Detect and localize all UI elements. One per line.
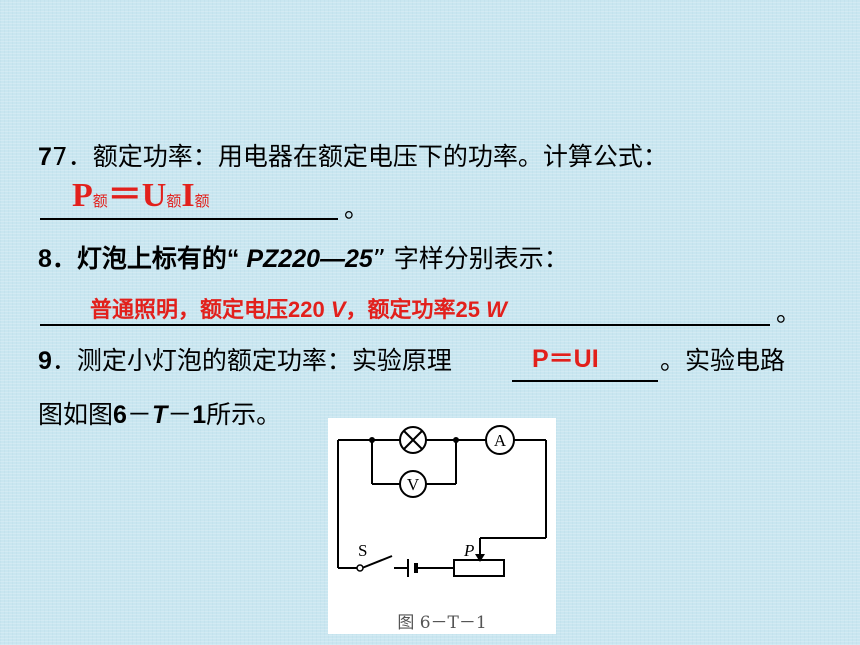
- q8-answer: 普通照明，额定电压220 V，额定功率25 W: [90, 297, 507, 323]
- q9-line2: 图如图6－T－1所示。: [38, 400, 282, 429]
- switch-contact: [356, 564, 364, 572]
- q9-text2: 。实验电路: [660, 346, 786, 375]
- slider-arrow: [475, 554, 485, 562]
- q8-num: 8．灯泡上标有的“: [38, 245, 247, 273]
- q7-answer-formula: P额＝U额I额: [72, 177, 210, 214]
- q9-text1: ．测定小灯泡的额定功率：实验原理: [51, 346, 452, 375]
- circuit-figure: A V S P 图 6－T－1: [328, 418, 556, 634]
- voltmeter-icon: [399, 470, 427, 498]
- figure-caption: 图 6－T－1: [397, 613, 487, 633]
- q7-line1: 77．额定功率：用电器在额定电压下的功率。计算公式：: [38, 142, 668, 171]
- q8-blank: [40, 290, 770, 326]
- q8-mark: PZ220—25: [246, 245, 373, 273]
- ammeter-icon: [485, 425, 515, 455]
- q8-period: 。: [776, 298, 802, 327]
- junction-left: [369, 437, 375, 443]
- slider-label: P: [463, 541, 474, 560]
- circuit-diagram: A V S P: [337, 425, 547, 577]
- q9-line1: 9．测定小灯泡的额定功率：实验原理: [38, 346, 452, 375]
- q8-rest: ” 字样分别表示：: [372, 244, 569, 273]
- q7-blank: [40, 184, 338, 220]
- rheostat-body: [453, 559, 505, 577]
- q7-period: 。: [344, 194, 370, 223]
- q9-blank: [512, 346, 658, 382]
- q8-line1: 8．灯泡上标有的“ PZ220—25” 字样分别表示：: [38, 242, 569, 276]
- q7-text: 7．额定功率：用电器在额定电压下的功率。计算公式：: [51, 142, 668, 171]
- lamp-icon: [399, 426, 427, 454]
- junction-right: [453, 437, 459, 443]
- ammeter-label: A: [494, 431, 507, 450]
- switch-blade: [361, 555, 393, 569]
- q9-answer: P＝UI: [532, 345, 599, 373]
- switch-label: S: [358, 541, 367, 560]
- voltmeter-label: V: [407, 475, 420, 494]
